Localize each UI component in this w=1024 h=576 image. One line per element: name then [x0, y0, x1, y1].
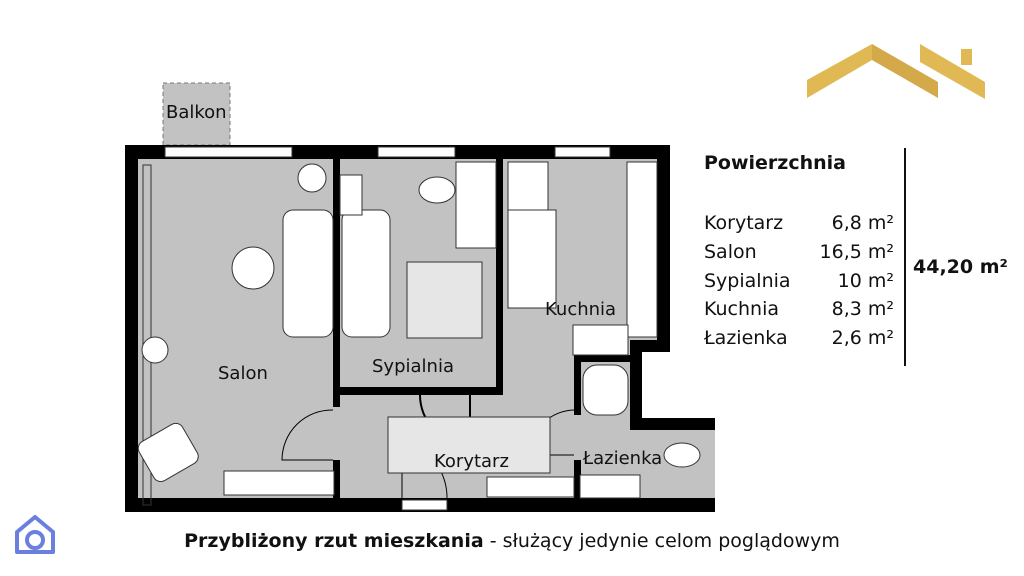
windows: [142, 146, 611, 511]
outside-cutout: [642, 352, 722, 418]
caption-bold: Przybliżony rzut mieszkania: [184, 530, 484, 552]
room-label-balkon: Balkon: [166, 102, 227, 123]
area-room: Kuchnia: [704, 298, 780, 320]
kitchen-counter: [626, 161, 658, 338]
round-table: [231, 246, 275, 290]
plant: [297, 163, 327, 193]
area-value: 6,8 m²: [831, 212, 894, 234]
area-room: Salon: [704, 241, 757, 263]
wardrobe-corridor: [486, 476, 575, 498]
toilet: [663, 442, 701, 468]
area-table-title: Powierzchnia: [704, 152, 847, 174]
sofa-salon: [282, 209, 334, 338]
bathtub: [582, 364, 629, 416]
room-label-kuchnia: Kuchnia: [545, 299, 617, 320]
wardrobe-salon: [223, 470, 335, 496]
shelf: [339, 174, 363, 216]
kitchen-sink: [572, 324, 629, 356]
room-label-korytarz: Korytarz: [434, 451, 509, 472]
area-row: Korytarz 6,8 m²: [704, 212, 894, 234]
total-area: 44,20 m²: [913, 256, 1008, 278]
fridge: [507, 161, 549, 211]
armchair: [137, 422, 199, 482]
desk-chair: [418, 176, 456, 204]
area-room: Łazienka: [704, 327, 788, 349]
kitchen-table: [507, 209, 557, 309]
rug-corridor: [387, 416, 551, 474]
area-row: Kuchnia 8,3 m²: [704, 298, 894, 320]
divider: [904, 148, 906, 366]
rug-bedroom: [406, 261, 483, 339]
brand-house-logo: [15, 515, 55, 554]
bath-sink: [579, 474, 641, 499]
room-label-sypialnia: Sypialnia: [372, 356, 454, 377]
bed: [341, 209, 391, 338]
area-row: Salon 16,5 m²: [704, 241, 894, 263]
room-label-salon: Salon: [218, 363, 268, 384]
caption-rest: - służący jedynie celom poglądowym: [483, 530, 840, 552]
area-row: Łazienka 2,6 m²: [704, 327, 894, 349]
area-row: Sypialnia 10 m²: [704, 270, 894, 292]
balcony: [162, 82, 231, 146]
plant: [141, 336, 169, 364]
caption: Przybliżony rzut mieszkania - służący je…: [0, 530, 1024, 552]
gold-roof-logo: [807, 44, 985, 99]
area-room: Korytarz: [704, 212, 784, 234]
furniture: [137, 161, 701, 499]
area-value: 2,6 m²: [831, 327, 894, 349]
area-value: 8,3 m²: [831, 298, 894, 320]
room-label-lazienka: Łazienka: [583, 448, 663, 469]
area-value: 10 m²: [837, 270, 894, 292]
area-value: 16,5 m²: [819, 241, 894, 263]
area-room: Sypialnia: [704, 270, 791, 292]
desk: [455, 161, 497, 249]
